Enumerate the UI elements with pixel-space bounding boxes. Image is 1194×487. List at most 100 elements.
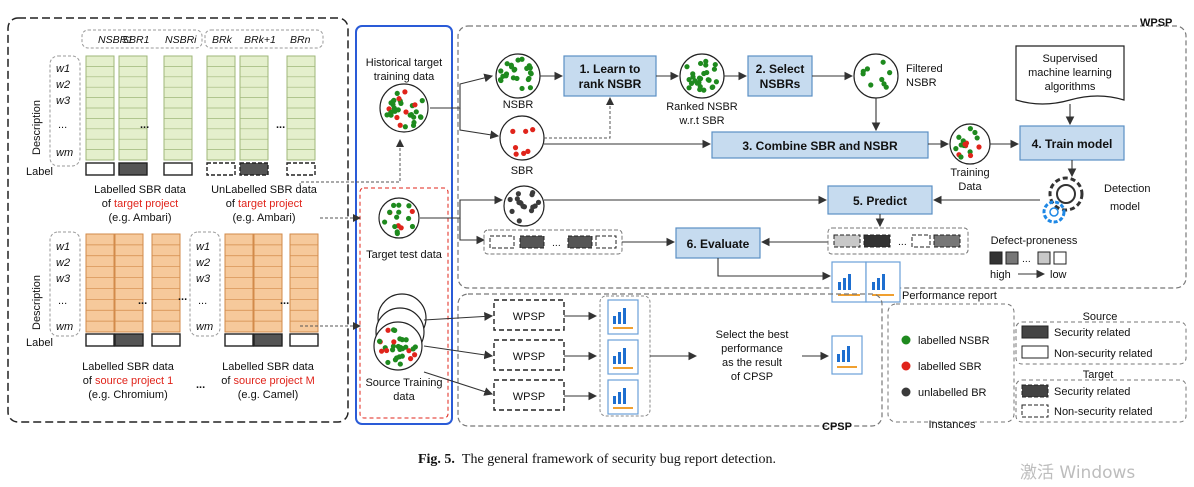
performance-report-icon bbox=[831, 261, 901, 303]
supervised-line1: Supervised bbox=[1042, 53, 1097, 65]
src1-row-w3: w3 bbox=[56, 273, 71, 285]
training-line1: Training bbox=[950, 167, 989, 179]
step1-line1: 1. Learn to bbox=[580, 62, 641, 76]
srcm-row-w2: w2 bbox=[196, 257, 210, 269]
cpsp-title: CPSP bbox=[822, 421, 852, 433]
source-training-line1: Source Training bbox=[365, 377, 442, 389]
legend-br: unlabelled BR bbox=[918, 387, 987, 399]
step2-line1: 2. Select bbox=[756, 62, 805, 76]
windows-watermark: 激活 Windows bbox=[1020, 463, 1136, 483]
step6-label: 6. Evaluate bbox=[687, 237, 750, 251]
supervised-line2: machine learning bbox=[1028, 67, 1112, 79]
target-matrix: NSBR1 SBR1 NSBRi BRk BRk+1 BRn bbox=[81, 29, 324, 49]
legend-sbr: labelled SBR bbox=[918, 361, 982, 373]
scale-high: high bbox=[990, 269, 1011, 281]
sourceM-line2: of source project M bbox=[221, 375, 315, 387]
wpsp-region bbox=[457, 25, 1187, 289]
row-wm: wm bbox=[56, 147, 73, 159]
caption-text: The general framework of security bug re… bbox=[461, 452, 777, 467]
step3-combine bbox=[711, 131, 929, 159]
srcm-row-ellipsis: ... bbox=[198, 295, 207, 307]
target-security: Security related bbox=[1054, 386, 1130, 398]
labelled-target-line2: of target project bbox=[102, 198, 178, 210]
step5-label: 5. Predict bbox=[853, 194, 907, 208]
ranked-line2: w.r.t SBR bbox=[678, 115, 724, 127]
defect-proneness-title: Defect-proneness bbox=[991, 235, 1078, 247]
detection-line1: Detection bbox=[1104, 183, 1150, 195]
labelled-target-line1: Labelled SBR data bbox=[94, 184, 187, 196]
description-label-bottom: Description bbox=[31, 275, 43, 330]
unlabelled-target-of: of bbox=[226, 198, 236, 210]
unlabelled-target-line3: (e.g. Ambari) bbox=[233, 212, 296, 224]
src1-row-ellipsis: ... bbox=[58, 295, 67, 307]
scale-low: low bbox=[1050, 269, 1067, 281]
step2-select bbox=[747, 55, 813, 97]
nsbr-label: NSBR bbox=[503, 99, 534, 111]
sourceM-of: of bbox=[221, 375, 231, 387]
supervised-line3: algorithms bbox=[1045, 81, 1096, 93]
row-w2: w2 bbox=[56, 79, 70, 91]
ellipsis-5: ... bbox=[178, 291, 187, 303]
source1-line3: (e.g. Chromium) bbox=[88, 389, 167, 401]
source-non-security: Non-security related bbox=[1054, 348, 1152, 360]
step6-evaluate bbox=[675, 227, 761, 259]
source1-line1: Labelled SBR data bbox=[82, 361, 175, 373]
sourceM-line3: (e.g. Camel) bbox=[238, 389, 299, 401]
step3-label: 3. Combine SBR and NSBR bbox=[742, 139, 898, 153]
step1-line2: rank NSBR bbox=[579, 77, 642, 91]
caption-fig: Fig. 5. bbox=[417, 452, 455, 467]
wpsp-title: WPSP bbox=[1140, 17, 1172, 29]
source-legend-title: Source bbox=[1083, 311, 1118, 323]
target-test-region bbox=[359, 187, 449, 419]
select-best-line1: Select the best bbox=[716, 329, 789, 341]
ellipsis-1: ... bbox=[140, 119, 149, 131]
col-brk1: BRk+1 bbox=[244, 34, 276, 46]
col-nsbri: NSBRi bbox=[165, 34, 197, 46]
strip-ellipsis-1: ... bbox=[552, 237, 561, 249]
step4-label: 4. Train model bbox=[1032, 137, 1113, 151]
historical-line1: Historical target bbox=[366, 57, 442, 69]
ellipsis-4: ... bbox=[280, 295, 289, 307]
label-label-bottom: Label bbox=[26, 337, 53, 349]
ellipsis-3: ... bbox=[138, 295, 147, 307]
input-panel bbox=[355, 25, 453, 425]
legend-nsbr: labelled NSBR bbox=[918, 335, 990, 347]
labelled-target-line3: (e.g. Ambari) bbox=[109, 212, 172, 224]
target-legend-title: Target bbox=[1083, 369, 1114, 381]
cpsp-wpsp-3 bbox=[493, 379, 565, 411]
source1-line2: of source project 1 bbox=[83, 375, 174, 387]
filtered-line2: NSBR bbox=[906, 77, 937, 89]
ellipsis-6: ... bbox=[196, 379, 205, 391]
target-test-label: Target test data bbox=[366, 249, 443, 261]
src1-row-w1: w1 bbox=[56, 241, 70, 253]
unlabelled-target-project: target project bbox=[238, 198, 302, 210]
cpsp-result-report-icon bbox=[831, 335, 863, 375]
srcm-row-wm: wm bbox=[196, 321, 213, 333]
sourceM-line1: Labelled SBR data bbox=[222, 361, 315, 373]
col-brk: BRk bbox=[212, 34, 233, 46]
cpsp-region bbox=[457, 293, 883, 427]
historical-data-circle bbox=[379, 83, 429, 133]
src1-row-w2: w2 bbox=[56, 257, 70, 269]
performance-report-label: Performance report bbox=[902, 290, 997, 302]
data-panel bbox=[7, 17, 349, 423]
legend-instances-title: Instances bbox=[928, 419, 976, 431]
sbr-label: SBR bbox=[511, 165, 534, 177]
labelled-target-of: of bbox=[102, 198, 112, 210]
predicted-strip bbox=[827, 227, 969, 255]
figure-caption: Fig. 5. The general framework of securit… bbox=[0, 452, 1194, 468]
source1-of: of bbox=[83, 375, 93, 387]
source1-project: source project 1 bbox=[95, 375, 173, 387]
col-brn: BRn bbox=[290, 34, 311, 46]
unlabelled-target-line2: of target project bbox=[226, 198, 302, 210]
cpsp-wpsp-2-label: WPSP bbox=[513, 351, 545, 363]
row-w1: w1 bbox=[56, 63, 70, 75]
strip-ellipsis-2: ... bbox=[898, 236, 907, 248]
select-best-line3: as the result bbox=[722, 357, 782, 369]
detection-line2: model bbox=[1110, 201, 1140, 213]
row-ellipsis: ... bbox=[58, 119, 67, 131]
source-columns bbox=[85, 233, 319, 333]
training-line2: Data bbox=[958, 181, 982, 193]
source-legend bbox=[1015, 321, 1187, 365]
